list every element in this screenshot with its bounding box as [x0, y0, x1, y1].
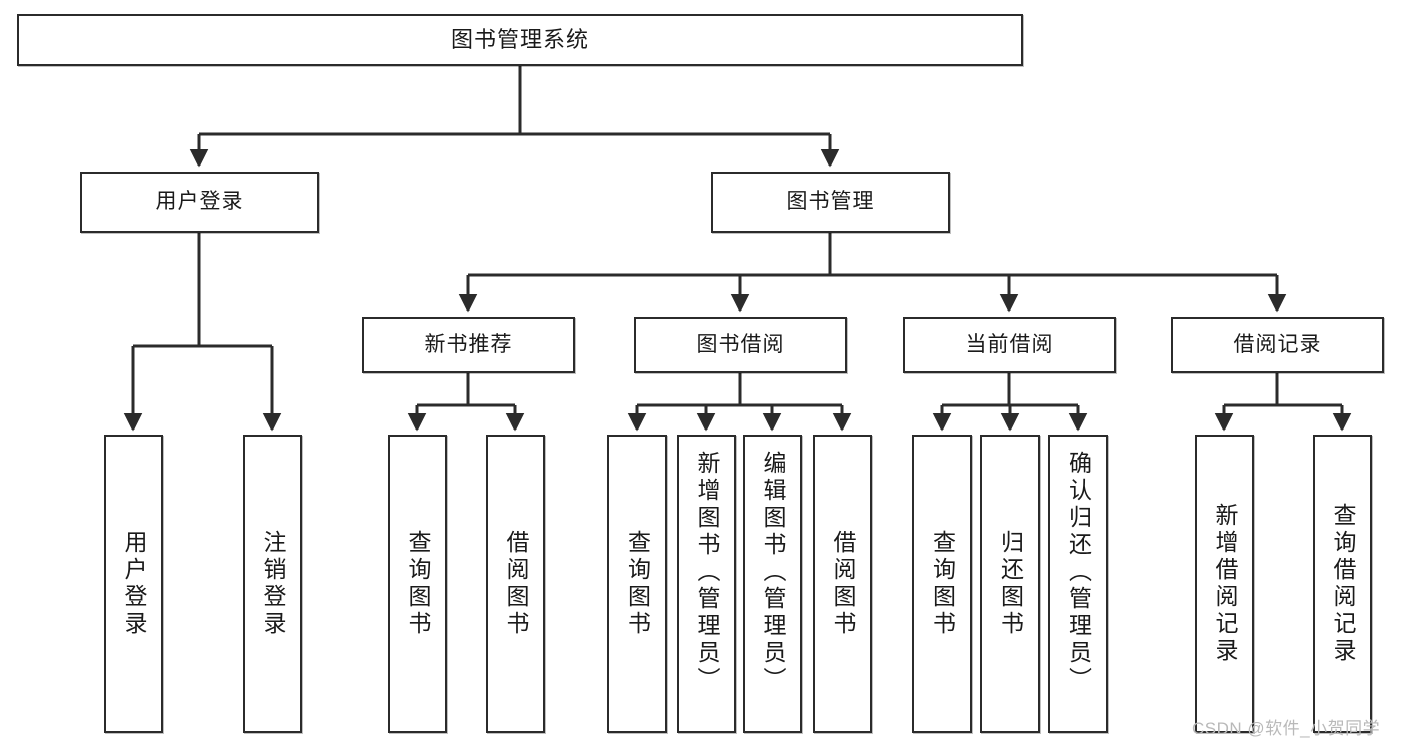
node-leaf-query-book-1[interactable]: 查询图书 [388, 435, 447, 733]
node-leaf-add-record[interactable]: 新增借阅记录 [1195, 435, 1254, 733]
node-label: 借阅图书 [830, 530, 856, 638]
node-label: 用户登录 [121, 530, 147, 638]
node-label: 查询图书 [624, 530, 651, 638]
node-book-borrow[interactable]: 图书借阅 [634, 317, 847, 373]
node-label: 借阅图书 [503, 530, 529, 638]
node-label: 新增借阅记录 [1212, 503, 1238, 665]
node-label: 新增图书（管理员） [694, 451, 720, 694]
node-label: 注销登录 [260, 530, 286, 638]
node-label: 当前借阅 [965, 332, 1054, 356]
node-leaf-query-record[interactable]: 查询借阅记录 [1313, 435, 1372, 733]
node-book-management-system[interactable]: 图书管理系统 [17, 14, 1023, 66]
node-label: 查询图书 [929, 530, 956, 638]
node-label: 新书推荐 [424, 332, 513, 356]
node-label: 图书借阅 [696, 332, 785, 356]
node-leaf-user-logout[interactable]: 注销登录 [243, 435, 302, 733]
node-leaf-add-book[interactable]: 新增图书（管理员） [677, 435, 736, 733]
node-label: 确认归还（管理员） [1065, 451, 1092, 694]
node-new-book-recommend[interactable]: 新书推荐 [362, 317, 575, 373]
node-label: 借阅记录 [1233, 332, 1322, 356]
node-label: 归还图书 [997, 530, 1024, 638]
node-leaf-confirm-return[interactable]: 确认归还（管理员） [1048, 435, 1108, 733]
node-user-login[interactable]: 用户登录 [80, 172, 319, 233]
node-leaf-edit-book[interactable]: 编辑图书（管理员） [743, 435, 802, 733]
node-current-borrow[interactable]: 当前借阅 [903, 317, 1116, 373]
node-label: 用户登录 [155, 190, 244, 214]
node-leaf-borrow-book-2[interactable]: 借阅图书 [813, 435, 872, 733]
node-leaf-query-book-3[interactable]: 查询图书 [912, 435, 972, 733]
node-borrow-record[interactable]: 借阅记录 [1171, 317, 1384, 373]
node-leaf-query-book-2[interactable]: 查询图书 [607, 435, 667, 733]
node-leaf-user-login[interactable]: 用户登录 [104, 435, 163, 733]
node-label: 查询借阅记录 [1330, 503, 1356, 665]
node-leaf-borrow-book-1[interactable]: 借阅图书 [486, 435, 545, 733]
watermark-text: CSDN @软件_小贺同学 [1192, 719, 1381, 738]
node-label: 图书管理 [786, 190, 875, 214]
node-book-manage[interactable]: 图书管理 [711, 172, 950, 233]
node-label: 图书管理系统 [450, 27, 589, 53]
node-leaf-return-book[interactable]: 归还图书 [980, 435, 1040, 733]
node-label: 查询图书 [405, 530, 431, 638]
node-label: 编辑图书（管理员） [760, 451, 786, 694]
